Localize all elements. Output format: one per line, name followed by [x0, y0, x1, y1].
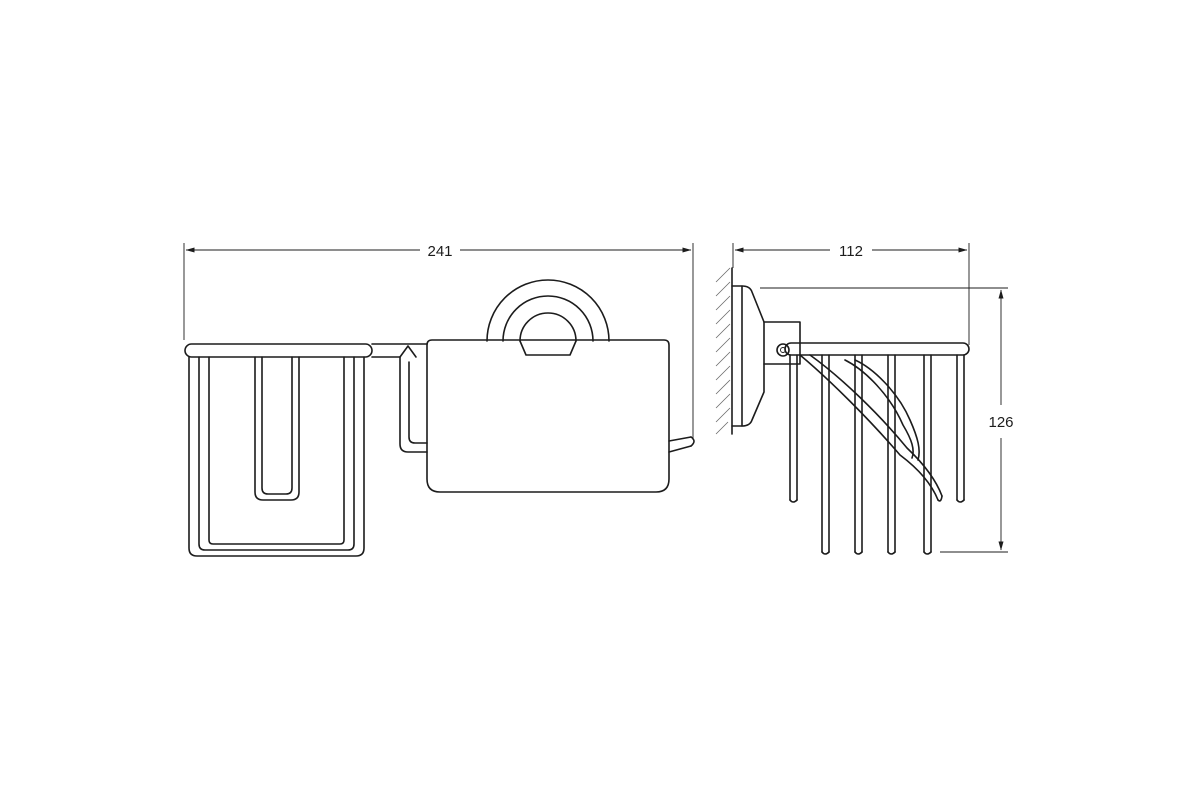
wall-hatching — [715, 267, 733, 435]
roll-holder-cover — [426, 339, 695, 493]
roll-holder-arm — [399, 345, 428, 453]
inner-wire-loop — [799, 354, 943, 502]
wire-basket-front — [184, 343, 373, 557]
connecting-bar — [371, 343, 428, 358]
front-view: 241 — [183, 243, 695, 557]
depth-dimension-label: 112 — [839, 243, 863, 260]
side-view: 112 126 — [715, 243, 1014, 555]
height-dimension-label: 126 — [988, 414, 1013, 431]
width-dimension: 241 — [183, 243, 694, 440]
height-dimension: 126 — [760, 287, 1014, 553]
wall-rosette-front — [486, 279, 610, 356]
depth-dimension: 112 — [732, 243, 970, 345]
width-dimension-label: 241 — [427, 243, 452, 260]
wire-basket-side — [784, 342, 970, 555]
